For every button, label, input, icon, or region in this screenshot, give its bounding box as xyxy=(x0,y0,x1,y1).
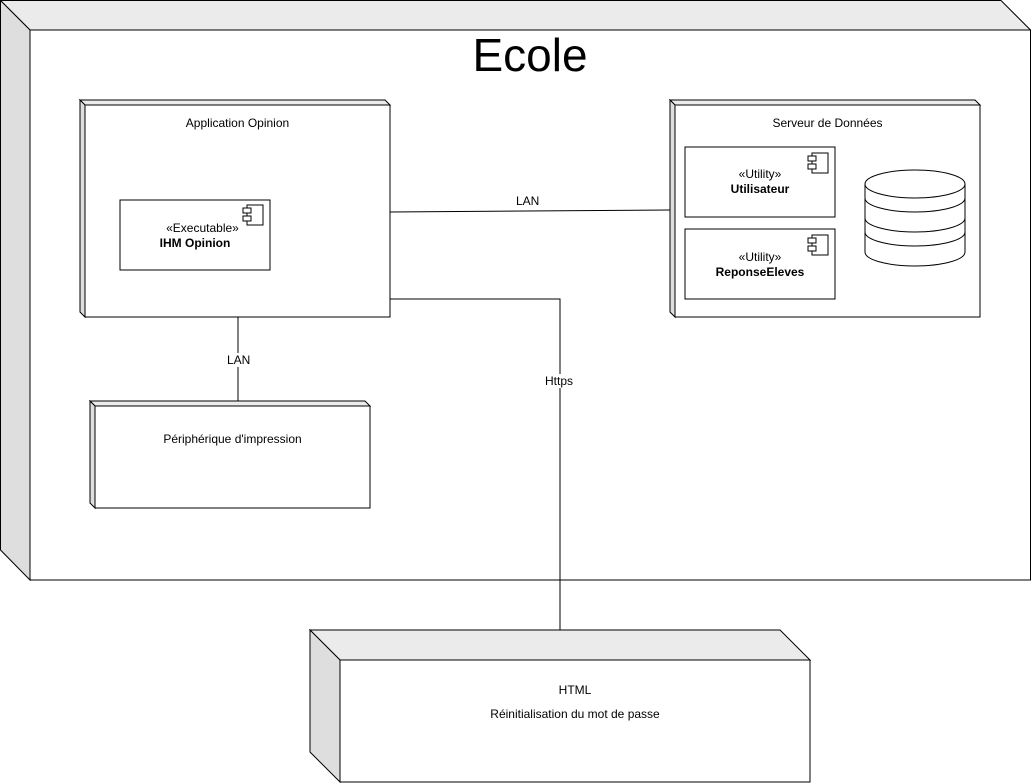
database-icon xyxy=(864,169,966,267)
reponse-eleves-name: ReponseEleves xyxy=(715,265,805,279)
https-label: Https xyxy=(543,374,576,388)
utilisateur-name: Utilisateur xyxy=(730,182,790,196)
reponse-eleves-stereotype: «Utility» xyxy=(738,250,782,264)
ecole-title: Ecole xyxy=(472,29,588,81)
component-icon xyxy=(807,152,829,174)
lan-connection-server xyxy=(389,209,671,213)
utilisateur-stereotype: «Utility» xyxy=(738,167,782,181)
html-node-title: HTML xyxy=(558,683,592,697)
lan-label-printer: LAN xyxy=(225,353,253,367)
ihm-opinion-stereotype: «Executable» xyxy=(166,221,239,235)
utilisateur-component[interactable] xyxy=(684,146,836,218)
component-icon xyxy=(807,234,829,256)
lan-label-server: LAN xyxy=(514,194,542,208)
component-icon xyxy=(242,204,264,226)
peripherique-node[interactable] xyxy=(88,399,372,510)
https-connection xyxy=(390,298,561,630)
reponse-eleves-component[interactable] xyxy=(684,228,836,300)
serveur-donnees-title: Serveur de Données xyxy=(772,116,883,130)
peripherique-title: Périphérique d'impression xyxy=(163,432,302,446)
html-node-subtitle: Réinitialisation du mot de passe xyxy=(490,707,660,721)
ihm-opinion-name: IHM Opinion xyxy=(159,236,231,250)
application-opinion-title: Application Opinion xyxy=(185,116,290,130)
ihm-opinion-component[interactable] xyxy=(119,199,271,271)
html-node[interactable] xyxy=(308,628,812,783)
